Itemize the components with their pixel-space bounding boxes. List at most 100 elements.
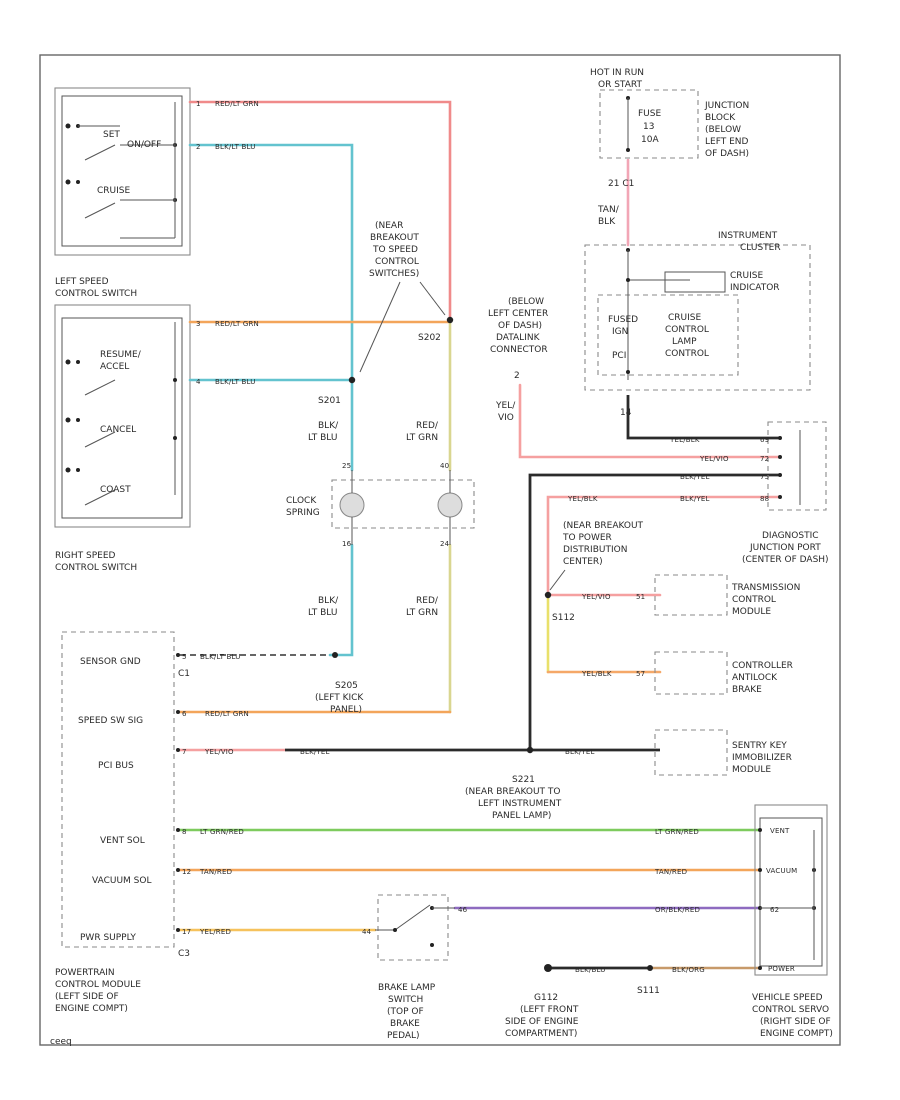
red-lt-grn-label-1: RED/ (416, 421, 439, 431)
blk-lt-blu-label-2: LT BLU (308, 433, 337, 443)
pin-label-25: 25 (342, 462, 351, 470)
wl-blk-org: BLK/ORG (672, 966, 705, 974)
ic-2: CLUSTER (740, 243, 781, 253)
red-lt-grn-label-3: RED/ (416, 596, 439, 606)
wl-speed-sw: RED/LT GRN (205, 710, 249, 718)
jb-2: BLOCK (705, 113, 736, 123)
wl-ic-djp: YEL/BLK (669, 436, 700, 444)
below-5: CONNECTOR (490, 345, 548, 355)
lamp-2: CONTROL (665, 325, 709, 335)
tcm-box (654, 574, 728, 616)
djp-1: DIAGNOSTIC (762, 531, 819, 541)
near-breakout-2: BREAKOUT (370, 233, 419, 243)
wl-red-gry-top: RED/LT GRN (215, 100, 259, 108)
instrument-cluster (584, 244, 811, 391)
red-lt-grn-label-2: LT GRN (406, 433, 438, 443)
g112-4: COMPARTMENT) (505, 1029, 577, 1039)
wl-blk-djp: BLK/YEL (680, 473, 710, 481)
s221-2: (NEAR BREAKOUT TO (465, 787, 561, 797)
ic-1: INSTRUMENT (718, 231, 778, 241)
coast-label: COAST (100, 485, 131, 495)
servo-3: (RIGHT SIDE OF (760, 1017, 831, 1027)
yel-vio-2: VIO (498, 413, 514, 423)
near-pd-1: (NEAR BREAKOUT (563, 521, 644, 531)
pin-2: 2 (514, 371, 520, 381)
wl-vent-2: LT GRN/RED (655, 828, 699, 836)
cancel-label: CANCEL (100, 425, 136, 435)
s112-label: S112 (552, 613, 575, 623)
pin-14: 14 (620, 408, 632, 418)
pcm-speed-sw: SPEED SW SIG (78, 716, 143, 726)
jb-4: LEFT END (705, 137, 748, 147)
left-switch-label-2: CONTROL SWITCH (55, 289, 137, 299)
vehicle-speed-control-servo (754, 804, 828, 976)
wl-blk-blu-top: BLK/LT BLU (215, 143, 256, 151)
s221-1: S221 (512, 775, 535, 785)
splice-s201 (348, 376, 356, 384)
pcm-c1: C1 (178, 669, 190, 679)
tan-blk-2: BLK (598, 217, 616, 227)
djp-2: JUNCTION PORT (749, 543, 821, 553)
pin-label-51: 51 (636, 593, 645, 601)
right-speed-control-switch: RESUME/ ACCEL CANCEL COAST (54, 304, 191, 528)
pin-label-44: 44 (362, 928, 372, 936)
s205-2: (LEFT KICK (315, 693, 364, 703)
brake-5: PEDAL) (387, 1031, 420, 1041)
abs-1: CONTROLLER (732, 661, 793, 671)
right-switch-label-1: RIGHT SPEED (55, 551, 116, 561)
pcm-3: (LEFT SIDE OF (55, 992, 119, 1002)
lamp-3: LAMP (672, 337, 697, 347)
skim-1: SENTRY KEY (732, 741, 787, 751)
wire-ic-to-djp (626, 395, 780, 440)
pin-label-40: 40 (440, 462, 449, 470)
wl-s112-top: YEL/BLK (567, 495, 598, 503)
pin-label-5: 5 (182, 653, 187, 661)
c1-top: 21 C1 (608, 179, 634, 189)
resume-label: RESUME/ (100, 350, 142, 360)
wl-blk-blu-mid: BLK/LT BLU (215, 378, 256, 386)
tan-blk-1: TAN/ (597, 205, 620, 215)
brake-1: BRAKE LAMP (378, 983, 436, 993)
splice-s111 (647, 965, 653, 971)
pin-label-17: 17 (182, 928, 191, 936)
left-speed-control-switch: SET ON/OFF CRUISE (54, 87, 191, 256)
tcm-3: MODULE (732, 607, 771, 617)
wl-vac-1: TAN/RED (199, 868, 232, 876)
near-breakout-3: TO SPEED (372, 245, 418, 255)
abs-box (654, 651, 728, 695)
wl-vent-1: LT GRN/RED (200, 828, 244, 836)
near-pd-4: CENTER) (563, 557, 603, 567)
s201-label: S201 (318, 396, 341, 406)
tcm-1: TRANSMISSION (731, 583, 800, 593)
lamp-1: CRUISE (668, 313, 701, 323)
pcm-c3: C3 (178, 949, 190, 959)
pin-label-6: 6 (182, 710, 187, 718)
g112-2: (LEFT FRONT (520, 1005, 579, 1015)
diagnostic-junction-port (767, 421, 827, 511)
pcm-sensor-gnd: SENSOR GND (80, 657, 141, 667)
wire-red-lt-grn-top (188, 100, 452, 322)
pci-label: PCI (612, 351, 626, 361)
djp-3: (CENTER OF DASH) (742, 555, 829, 565)
junction-block-fuse (599, 89, 699, 159)
skim-3: MODULE (732, 765, 771, 775)
pin-label-2: 2 (196, 143, 201, 151)
servo-1: VEHICLE SPEED (752, 993, 823, 1003)
pcm-vent-sol: VENT SOL (100, 836, 145, 846)
wl-s112-abs: YEL/BLK (581, 670, 612, 678)
jb-5: OF DASH) (705, 149, 749, 159)
fuse-num: 13 (643, 122, 654, 132)
red-lt-grn-label-4: LT GRN (406, 608, 438, 618)
footer-code: ceeq (50, 1037, 72, 1047)
pcm-1: POWERTRAIN (55, 968, 115, 978)
pcm-4: ENGINE COMPT) (55, 1004, 128, 1014)
below-4: DATALINK (496, 333, 541, 343)
wl-red-gry-mid: RED/LT GRN (215, 320, 259, 328)
wire-blk-lt-blu-top (188, 143, 354, 380)
brake-3: (TOP OF (387, 1007, 424, 1017)
servo-4: ENGINE COMPT) (760, 1029, 833, 1039)
brake-2: SWITCH (388, 995, 423, 1005)
g112-1: G112 (534, 993, 558, 1003)
pin-label-75: 75 (760, 473, 769, 481)
blk-lt-blu-label-4: LT BLU (308, 608, 337, 618)
